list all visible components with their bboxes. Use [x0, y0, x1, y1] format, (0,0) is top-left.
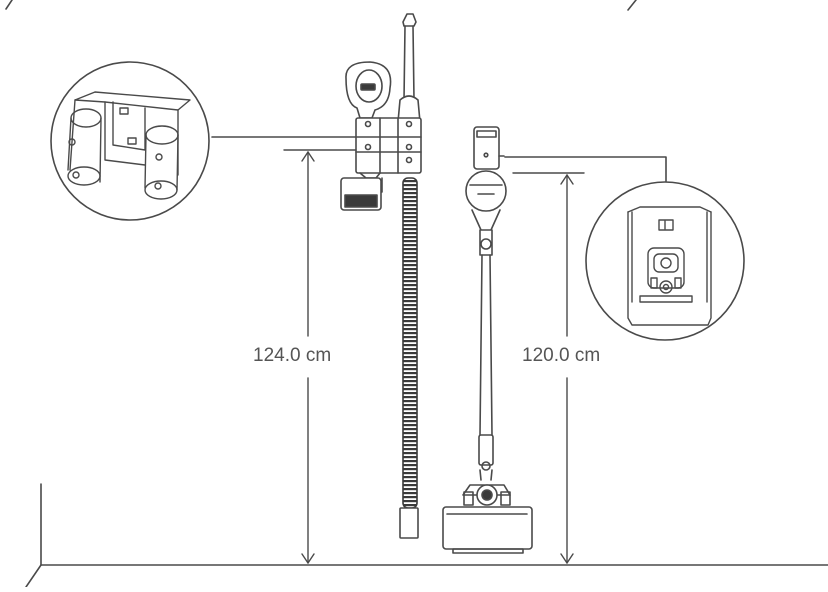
wall-bracket-icon [67, 91, 191, 200]
mounted-vacuum-left [340, 13, 422, 539]
mounting-plate-icon [627, 206, 712, 326]
bracket-callout [50, 61, 361, 221]
corner-line-top-left [5, 0, 13, 10]
corner-line-top-right [627, 0, 637, 11]
room-floor [25, 483, 828, 588]
standing-vacuum-right [442, 126, 533, 554]
right-height-dimension [512, 172, 585, 564]
right-height-label: 120.0 cm [520, 345, 603, 367]
left-height-dimension [283, 149, 357, 564]
left-height-label: 124.0 cm [251, 345, 334, 367]
plate-callout [504, 156, 745, 341]
